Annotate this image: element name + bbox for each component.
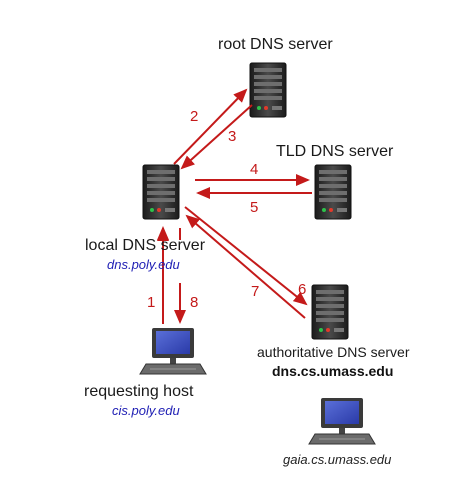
authoritative-server-icon	[311, 284, 349, 340]
step-label-7: 7	[251, 283, 260, 300]
arrow-step-6	[184, 206, 308, 306]
target-host-computer-icon	[308, 397, 376, 445]
root-server-title: root DNS server	[218, 36, 333, 53]
authoritative-server-title: authoritative DNS server	[257, 344, 410, 360]
arrow-step-2	[173, 88, 248, 165]
tld-server-title: TLD DNS server	[276, 143, 394, 160]
local-server-title: local DNS server	[85, 237, 206, 254]
authoritative-server-hostname: dns.cs.umass.edu	[272, 363, 394, 379]
step-label-6: 6	[298, 281, 307, 298]
requesting-host-hostname: cis.poly.edu	[112, 403, 180, 418]
arrow-step-3	[180, 104, 253, 170]
root-server-icon	[249, 62, 287, 118]
arrow-step-7	[185, 214, 306, 319]
tld-server-icon	[314, 164, 352, 220]
step-label-5: 5	[250, 199, 259, 216]
step-label-8: 8	[190, 294, 199, 311]
local-server-icon	[142, 164, 180, 220]
requesting-host-computer-icon	[139, 327, 207, 375]
local-server-hostname: dns.poly.edu	[107, 257, 180, 272]
step-label-2: 2	[190, 108, 199, 125]
requesting-host-title: requesting host	[84, 383, 194, 400]
step-label-3: 3	[228, 128, 237, 145]
step-label-1: 1	[147, 294, 156, 311]
step-label-4: 4	[250, 161, 259, 178]
target-host-hostname: gaia.cs.umass.edu	[283, 452, 392, 467]
